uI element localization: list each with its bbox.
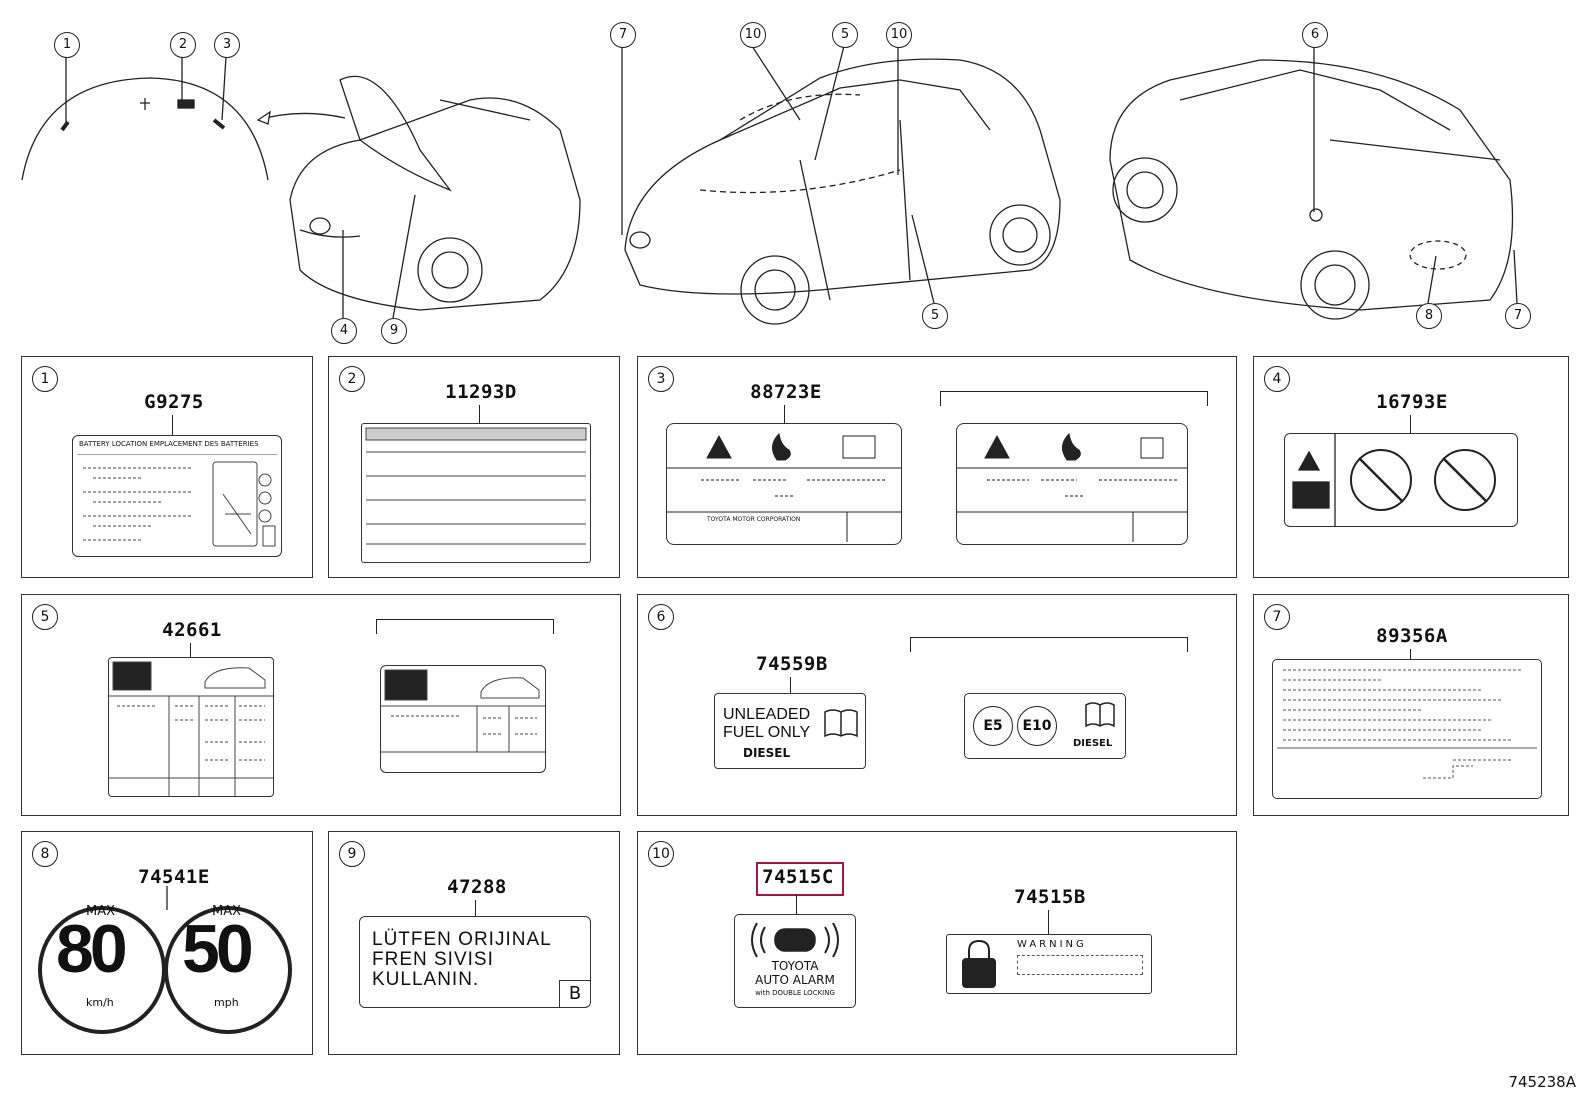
airbag-warning-graphic: [1292, 434, 1496, 526]
panel-4: 4 16793E: [1253, 356, 1569, 578]
radiator-label-a: TOYOTA MOTOR CORPORATION: [666, 423, 902, 545]
unleaded-text: UNLEADED: [723, 706, 811, 723]
warning-table-graphic: [365, 427, 587, 545]
airbag-warning-label: [1284, 433, 1518, 527]
warning-table-label: [361, 423, 591, 563]
panel-number: 3: [648, 366, 674, 392]
figure-id: 745238A: [1508, 1073, 1576, 1091]
max-text-left: MAX: [86, 904, 116, 919]
part-code: 89356A: [1376, 625, 1448, 647]
panel-number: 2: [339, 366, 365, 392]
callout-3: 3: [214, 32, 240, 58]
max-text-right: MAX: [212, 904, 242, 919]
brake-line-1: LÜTFEN ORIJINAL: [372, 929, 552, 950]
tire-pressure-label-b: [380, 665, 546, 773]
panel-2: 2 11293D: [328, 356, 620, 578]
part-code-2: 74515B: [1014, 886, 1086, 908]
callout-5a: 5: [832, 22, 858, 48]
alarm-text-2: AUTO ALARM: [755, 973, 835, 987]
part-code: 42661: [162, 619, 222, 641]
battery-label: BATTERY LOCATION EMPLACEMENT DES BATTERI…: [72, 435, 282, 557]
panel-10: 10 74515C TOYOTA AUTO ALARM with DOUBLE …: [637, 831, 1237, 1055]
panel-number: 5: [32, 604, 58, 630]
fuel-label-unleaded: UNLEADED FUEL ONLY DIESEL: [714, 693, 866, 769]
manual-icon: [824, 709, 858, 738]
corp-text: TOYOTA MOTOR CORPORATION: [707, 516, 801, 523]
warning-lock-label: WARNING: [946, 934, 1152, 994]
panel-3: 3 88723E TOYOTA MOTOR CORPORATION: [637, 356, 1237, 578]
part-code: 88723E: [750, 381, 822, 403]
unit-mph: mph: [214, 996, 239, 1009]
fuel-label-e5-e10: E5 E10 DIESEL: [964, 693, 1126, 759]
corner-letter: B: [559, 980, 590, 1007]
callout-9: 9: [381, 318, 407, 344]
highlight-box: [756, 862, 844, 896]
callout-1: 1: [54, 32, 80, 58]
tire-pressure-label-a: [108, 657, 274, 797]
speed-limit-graphic: [38, 886, 292, 1034]
unit-kmh: km/h: [86, 996, 114, 1009]
speed-80: 80: [56, 911, 128, 987]
part-code: 74559B: [756, 653, 828, 675]
part-code: G9275: [144, 391, 204, 413]
vehicle-drawings: [21, 45, 1518, 325]
panel-number: 8: [32, 841, 58, 867]
diesel-text: DIESEL: [743, 746, 791, 760]
tire-pressure-label-b-graphic: [381, 669, 545, 753]
panel-number: 7: [1264, 604, 1290, 630]
panel-1: 1 G9275 BATTERY LOCATION EMPLACEMENT DES…: [21, 356, 313, 578]
panel-5: 5 42661: [21, 594, 621, 816]
notice-label: [1272, 659, 1542, 799]
callout-10a: 10: [740, 22, 766, 48]
panel-number: 6: [648, 604, 674, 630]
panel-number: 10: [648, 841, 674, 867]
callout-7a: 7: [610, 22, 636, 48]
callout-6: 6: [1302, 22, 1328, 48]
auto-alarm-label: TOYOTA AUTO ALARM with DOUBLE LOCKING: [734, 914, 856, 1008]
panel-number: 9: [339, 841, 365, 867]
brake-fluid-label: LÜTFEN ORIJINAL FREN SIVISI KULLANIN. B: [359, 916, 591, 1008]
radiator-label-b: [956, 423, 1188, 545]
battery-label-text: BATTERY LOCATION EMPLACEMENT DES BATTERI…: [79, 440, 259, 448]
panel-number: 4: [1264, 366, 1290, 392]
callout-8: 8: [1416, 303, 1442, 329]
brake-line-3: KULLANIN.: [372, 969, 480, 990]
tire-pressure-label-a-graphic: [109, 661, 273, 796]
part-code: 47288: [447, 876, 507, 898]
panel-number: 1: [32, 366, 58, 392]
part-code: 16793E: [1376, 391, 1448, 413]
callout-2: 2: [170, 32, 196, 58]
diesel-text-b: DIESEL: [1073, 738, 1113, 749]
notice-label-graphic: [1277, 669, 1537, 779]
part-code: 74515C: [762, 866, 834, 888]
callout-10b: 10: [886, 22, 912, 48]
radiator-label-b-graphic: [957, 432, 1187, 542]
callout-7b: 7: [1505, 303, 1531, 329]
manual-icon-b: [1085, 702, 1115, 728]
panel-9: 9 47288 LÜTFEN ORIJINAL FREN SIVISI KULL…: [328, 831, 620, 1055]
panel-7: 7 89356A: [1253, 594, 1569, 816]
battery-label-graphic: [77, 454, 277, 547]
e10-badge: E10: [1017, 706, 1057, 746]
lock-icon: [962, 939, 996, 988]
radiator-label-a-graphic: [667, 432, 901, 542]
callout-5b: 5: [922, 303, 948, 329]
alarm-text-1: TOYOTA: [771, 959, 819, 973]
alarm-siren-graphic: [751, 922, 839, 958]
alarm-text-3: with DOUBLE LOCKING: [755, 989, 835, 997]
part-code: 74541E: [138, 866, 210, 888]
warning-text: WARNING: [1017, 939, 1087, 950]
speed-50: 50: [182, 911, 254, 987]
vehicle-illustration: 1 2 3 4 9 7 10 5 10 5 6 8 7: [0, 0, 1592, 345]
panel-6: 6 74559B UNLEADED FUEL ONLY DIESEL E5 E1…: [637, 594, 1237, 816]
callout-4: 4: [331, 318, 357, 344]
brake-line-2: FREN SIVISI: [372, 949, 494, 970]
part-code: 11293D: [445, 381, 517, 403]
e5-badge: E5: [973, 706, 1013, 746]
panel-8: 8 74541E MAX 80 km/h MAX 50 mph: [21, 831, 313, 1055]
fuel-only-text: FUEL ONLY: [723, 724, 811, 741]
